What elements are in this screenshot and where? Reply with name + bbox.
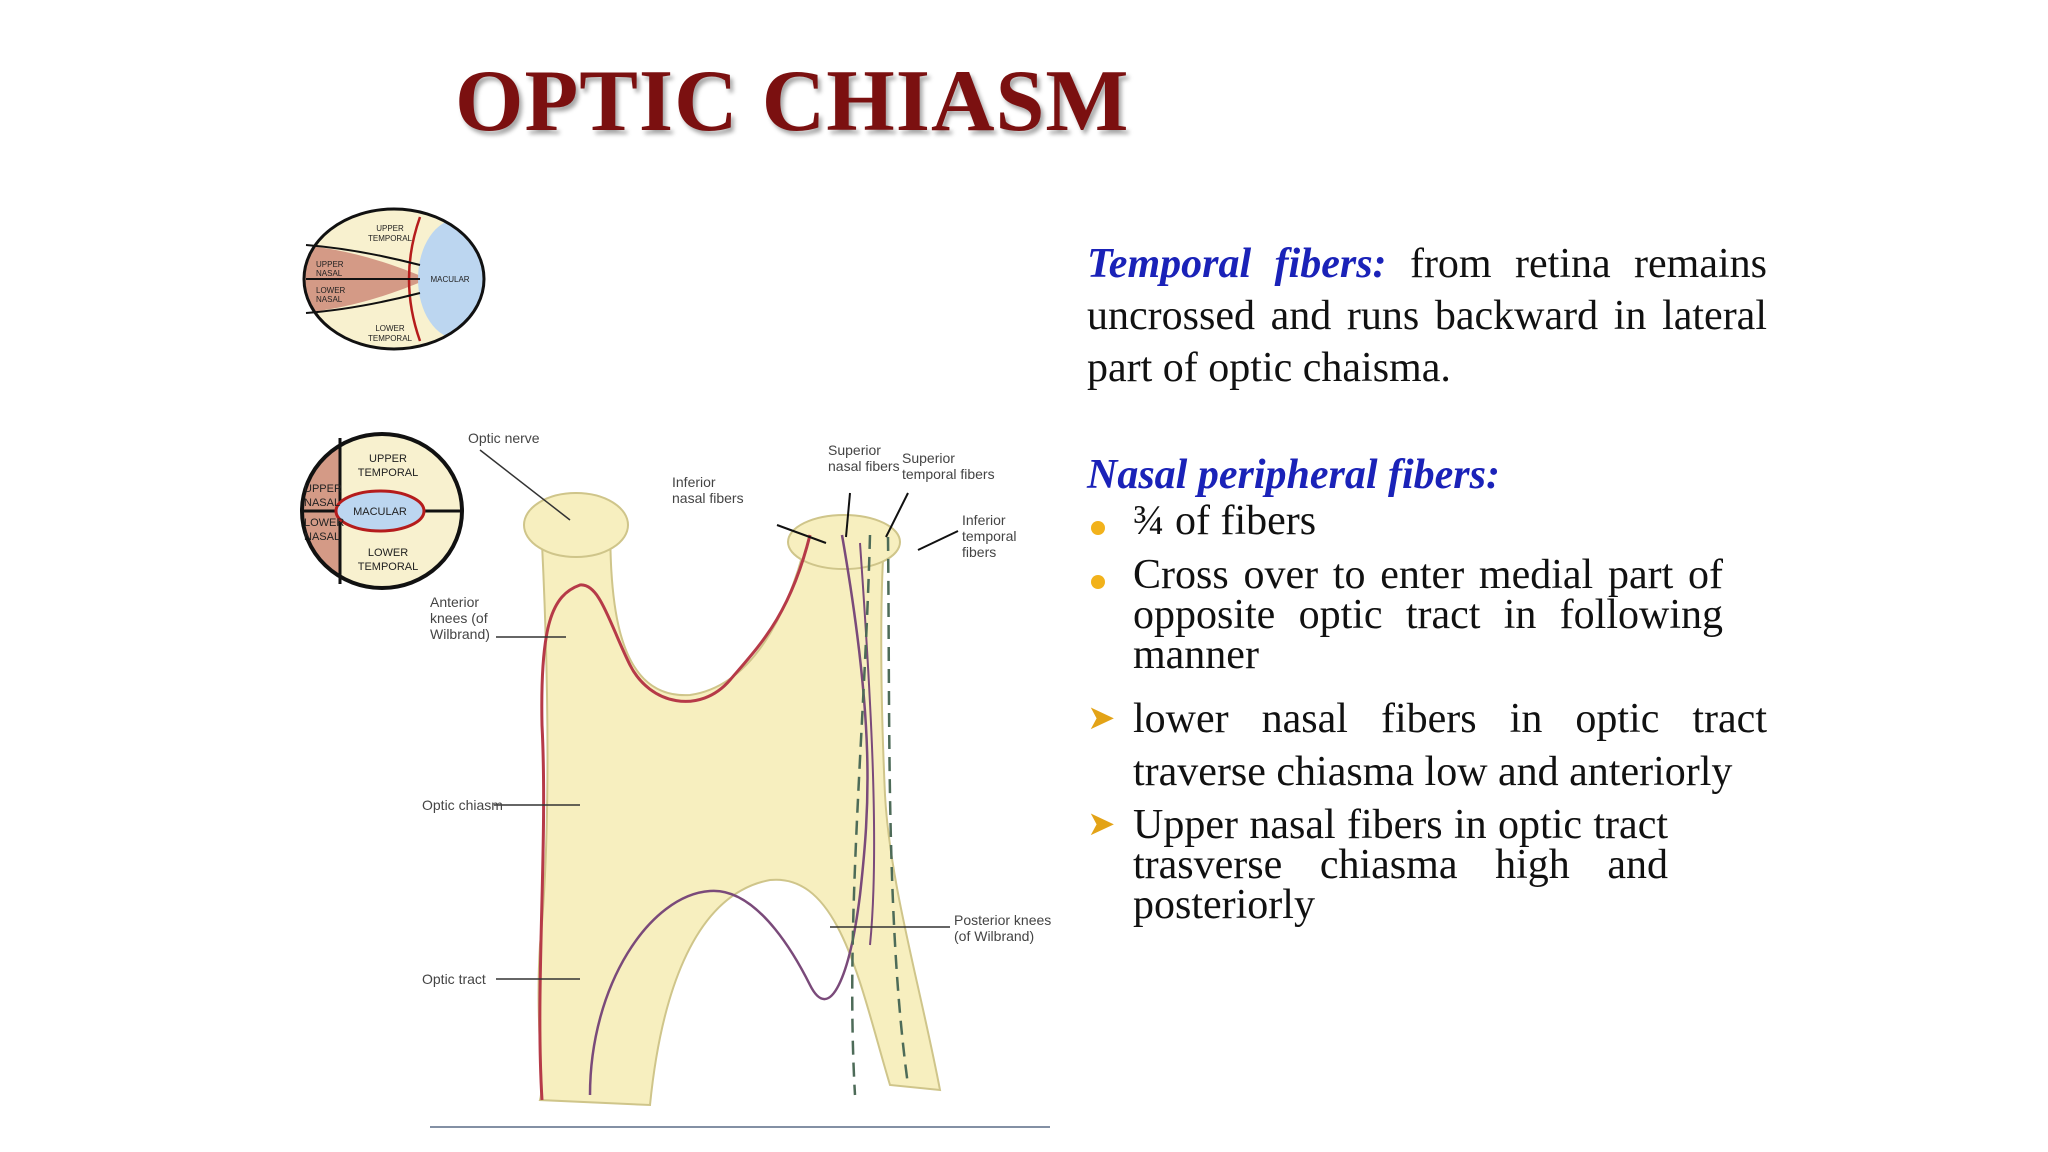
label-posterior-knees-1: Posterior knees [954,912,1051,928]
dashed-fiber-1 [850,534,872,1096]
bullet-dot-icon [1087,501,1105,542]
list-item: ¾ of fibers [1087,498,1767,544]
large-upper-nasal-label-2: NASAL [304,497,340,509]
bullet-dot-icon [1087,555,1105,596]
arrow-bullet-icon: ➤ [1087,700,1116,737]
label-inferior-nasal-2: nasal fibers [672,490,744,506]
large-lower-temporal-label-2: TEMPORAL [358,561,419,573]
small-lower-temporal-label-1: LOWER [375,324,405,333]
small-macular-label: MACULAR [430,275,469,284]
slide-title: OPTIC CHIASM [455,53,1130,150]
label-anterior-knees-1: Anterior [430,594,479,610]
nasal-heading: Nasal peripheral fibers: [1087,452,1500,498]
label-inferior-temporal-3: fibers [962,544,996,560]
chiasm-body [537,504,942,1107]
text-column: Temporal fibers: from retina remains unc… [1087,238,1767,928]
small-lower-nasal-label-1: LOWER [316,286,346,295]
large-upper-temporal-label-2: TEMPORAL [358,467,419,479]
label-anterior-knees-3: Wilbrand) [430,626,490,642]
large-lower-nasal-label-1: LOWER [304,517,344,529]
label-superior-temporal-1: Superior [902,450,955,466]
temporal-paragraph: Temporal fibers: from retina remains unc… [1087,238,1767,394]
temporal-text: from retina remains uncrossed and runs b… [1087,241,1767,391]
label-superior-nasal-1: Superior [828,442,881,458]
optic-nerve-end-left [523,492,629,558]
large-macular-label: MACULAR [353,506,407,518]
list-item: ➤ Upper nasal fibers in optic tract tras… [1087,802,1668,928]
bullet-text: ¾ of fibers [1133,498,1317,544]
bullet-text: Cross over to enter medial part of oppos… [1133,552,1723,678]
label-optic-nerve: Optic nerve [468,430,540,446]
label-posterior-knees-2: (of Wilbrand) [954,928,1034,944]
arrow-text: lower nasal fibers in optic tract traver… [1133,696,1767,795]
large-upper-nasal-label-1: UPPER [304,483,342,495]
label-anterior-knees-2: knees (of [430,610,488,626]
small-lower-nasal-label-2: NASAL [316,295,343,304]
arrow-text: Upper nasal fibers in optic tract trasve… [1133,802,1668,928]
small-upper-temporal-label-1: UPPER [376,224,404,233]
list-item: ➤ lower nasal fibers in optic tract trav… [1087,693,1767,799]
dashed-fiber-2 [886,536,910,1086]
label-inferior-temporal-1: Inferior [962,512,1006,528]
arrow-bullet-icon: ➤ [1087,806,1116,843]
chiasm-diagram: UPPER TEMPORAL UPPER NASAL LOWER NASAL L… [300,430,1051,1128]
label-superior-temporal-2: temporal fibers [902,466,995,482]
retina-diagram-large: UPPER TEMPORAL UPPER NASAL LOWER NASAL L… [300,432,464,590]
temporal-heading: Temporal fibers: [1087,241,1387,287]
retina-diagram-small: UPPER TEMPORAL UPPER NASAL LOWER NASAL L… [302,207,486,351]
nasal-fiber-lower [588,534,869,1096]
large-lower-nasal-label-2: NASAL [304,531,340,543]
large-upper-temporal-label-1: UPPER [369,453,407,465]
list-item: Cross over to enter medial part of oppos… [1087,552,1723,678]
temporal-fiber-right [859,542,876,946]
large-lower-temporal-label-1: LOWER [368,547,408,559]
temporal-fiber-left [538,534,812,1101]
small-upper-temporal-label-2: TEMPORAL [368,234,413,243]
small-upper-nasal-label-2: NASAL [316,269,343,278]
label-inferior-temporal-2: temporal [962,528,1016,544]
small-lower-temporal-label-2: TEMPORAL [368,334,413,343]
nasal-bullet-list: ¾ of fibers Cross over to enter medial p… [1087,498,1767,928]
small-upper-nasal-label-1: UPPER [316,260,344,269]
label-inferior-nasal-1: Inferior [672,474,716,490]
label-superior-nasal-2: nasal fibers [828,458,900,474]
label-optic-tract: Optic tract [422,971,486,987]
label-optic-chiasm: Optic chiasm [422,797,503,813]
